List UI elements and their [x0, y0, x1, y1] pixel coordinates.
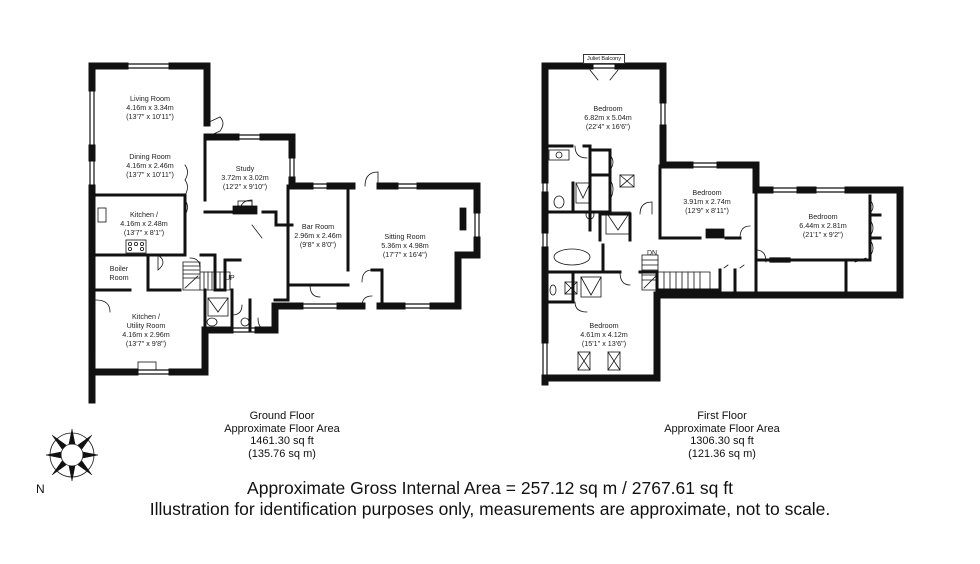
first-floor-fixtures [548, 149, 725, 371]
room-name: Bar Room [301, 222, 335, 231]
room-label-bedroom-3: Bedroom 6.44m x 2.81m (21'1" x 9'2") [799, 212, 847, 239]
stair-down-label: DN [647, 250, 658, 257]
floor-title: First Floor [697, 410, 747, 422]
ground-floor-internal-walls [94, 138, 384, 332]
room-name: Living Room [130, 94, 170, 103]
floor-area-sqm: (135.76 sq m) [248, 447, 316, 460]
room-metric: 2.96m x 2.46m [294, 231, 342, 240]
room-imperial: (22'4" x 16'6") [585, 122, 631, 131]
floor-area-sqft: 1461.30 sq ft [250, 435, 314, 447]
room-metric: 5.36m x 4.98m [381, 241, 429, 250]
room-imperial: (9'8" x 8'0") [299, 240, 337, 249]
room-imperial: (13'7" x 10'11") [126, 112, 174, 121]
room-label-dining-room: Dining Room 4.16m x 2.46m (13'7" x 10'11… [126, 152, 174, 179]
room-imperial: (21'1" x 9'2") [802, 230, 844, 239]
room-label-bedroom-1: Bedroom 6.82m x 5.04m (22'4" x 16'6") [584, 104, 632, 131]
room-name: Bedroom [593, 104, 623, 113]
first-floor-windows [542, 63, 849, 381]
floor-subtitle: Approximate Floor Area [664, 422, 780, 435]
room-metric: 6.44m x 2.81m [799, 221, 847, 230]
floor-title: Ground Floor [249, 410, 315, 422]
room-metric: 4.16m x 2.96m [122, 330, 170, 339]
room-metric: 4.61m x 4.12m [580, 330, 628, 339]
room-name: Dining Room [129, 152, 171, 161]
room-imperial: (15'1" x 13'6") [581, 339, 627, 348]
floor-area-sqft: 1306.30 sq ft [690, 435, 754, 447]
room-metric: 3.72m x 3.02m [221, 173, 269, 182]
first-floor-doors [574, 69, 874, 313]
room-imperial: (13'7" x 9'8") [125, 339, 167, 348]
room-metric: 6.82m x 5.04m [584, 113, 632, 122]
ground-floor-caption: Ground Floor Approximate Floor Area 1461… [224, 410, 340, 460]
room-imperial: (17'7" x 16'4") [382, 250, 428, 259]
room-label-bedroom-4: Bedroom 4.61m x 4.12m (15'1" x 13'6") [580, 321, 628, 348]
disclaimer-text: Illustration for identification purposes… [149, 499, 831, 519]
room-label-kitchen-utility-room: Kitchen / Utility Room 4.16m x 2.96m (13… [122, 312, 170, 348]
room-metric: 4.16m x 3.34m [126, 103, 174, 112]
room-imperial: (12'2" x 9'10") [222, 182, 268, 191]
room-metric: 4.16m x 2.46m [126, 161, 174, 170]
ground-floor-fixtures [97, 200, 467, 371]
room-label-sitting-room: Sitting Room 5.36m x 4.98m (17'7" x 16'4… [381, 232, 429, 259]
room-name: Bedroom [589, 321, 619, 330]
compass-rose-icon [45, 428, 99, 482]
first-floor-internal-walls [547, 144, 882, 304]
room-label-study: Study 3.72m x 3.02m (12'2" x 9'10") [221, 164, 269, 191]
compass-north-label: N [36, 482, 45, 496]
first-floor-caption: First Floor Approximate Floor Area 1306.… [664, 410, 780, 460]
room-name-line2: Utility Room [126, 321, 166, 330]
room-name-line2: Room [109, 273, 129, 282]
room-name: Study [235, 164, 255, 173]
floor-area-sqm: (121.36 sq m) [688, 447, 756, 460]
ground-floor-windows [89, 63, 480, 375]
room-imperial: (12'9" x 8'11") [685, 206, 729, 215]
room-label-living-room: Living Room 4.16m x 3.34m (13'7" x 10'11… [126, 94, 174, 121]
room-name: Kitchen / [132, 312, 160, 321]
stair-up-label: UP [225, 275, 235, 282]
room-metric: 4.16m x 2.48m [120, 219, 168, 228]
floor-subtitle: Approximate Floor Area [224, 422, 340, 435]
room-label-boiler-room: Boiler Room [109, 264, 128, 282]
juliet-balcony-label: Juliet Balcony [583, 54, 625, 64]
room-name: Boiler [109, 264, 129, 273]
footer: Approximate Gross Internal Area = 257.12… [0, 478, 980, 520]
room-imperial: (13'7" x 10'11") [126, 170, 174, 179]
room-label-bedroom-2: Bedroom 3.91m x 2.74m (12'9" x 8'11") [683, 188, 731, 215]
room-name: Kitchen / [130, 210, 158, 219]
gross-area-text: Approximate Gross Internal Area = 257.12… [247, 478, 733, 498]
room-metric: 3.91m x 2.74m [683, 197, 731, 206]
room-name: Bedroom [808, 212, 838, 221]
room-name: Bedroom [692, 188, 722, 197]
room-imperial: (13'7" x 8'1") [123, 228, 165, 237]
room-label-kitchen: Kitchen / 4.16m x 2.48m (13'7" x 8'1") [120, 210, 168, 237]
room-name: Sitting Room [384, 232, 426, 241]
room-label-bar-room: Bar Room 2.96m x 2.46m (9'8" x 8'0") [294, 222, 342, 249]
first-floor-walls [541, 62, 904, 386]
